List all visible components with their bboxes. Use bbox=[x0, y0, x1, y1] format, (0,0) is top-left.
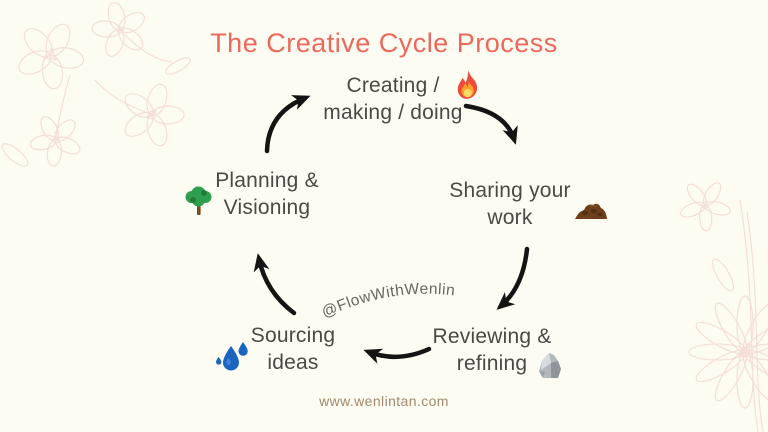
stage-sourcing-line1: Sourcing bbox=[250, 324, 336, 347]
stage-creating-line2: making / doing bbox=[323, 101, 463, 124]
svg-text:@FlowWithWenlin: @FlowWithWenlin bbox=[319, 281, 456, 322]
stage-reviewing: Reviewing & refining bbox=[407, 323, 577, 377]
arrow-planning-to-creating bbox=[264, 95, 311, 154]
stage-reviewing-line1: Reviewing & bbox=[432, 325, 552, 348]
fire-icon bbox=[457, 70, 478, 99]
stage-planning: Planning & Visioning bbox=[179, 167, 355, 221]
rock-icon bbox=[539, 353, 561, 378]
stage-sharing: Sharing your work bbox=[435, 177, 585, 231]
page-title: The Creative Cycle Process bbox=[210, 28, 558, 58]
stage-creating-line1: Creating / bbox=[346, 74, 440, 97]
stage-planning-line1: Planning & bbox=[215, 169, 319, 192]
floral-decoration-bottom-right bbox=[679, 182, 768, 432]
stage-planning-line2: Visioning bbox=[223, 196, 311, 219]
website-url: www.wenlintan.com bbox=[319, 393, 449, 409]
water-droplets-icon bbox=[216, 342, 248, 371]
watermark-text: @FlowWithWenlin bbox=[319, 281, 456, 322]
arrow-sourcing-to-planning bbox=[253, 253, 297, 316]
stage-sharing-line2: work bbox=[487, 206, 533, 229]
dirt-mound-icon bbox=[575, 203, 607, 219]
tree-icon bbox=[185, 186, 212, 215]
arrow-sharing-to-reviewing bbox=[496, 246, 530, 310]
stage-creating: Creating / making / doing bbox=[303, 72, 483, 126]
stage-sharing-line1: Sharing your bbox=[449, 179, 571, 202]
stage-sourcing: Sourcing ideas bbox=[248, 322, 338, 376]
stage-sourcing-line2: ideas bbox=[267, 351, 319, 374]
stage-reviewing-line2: refining bbox=[456, 352, 528, 375]
